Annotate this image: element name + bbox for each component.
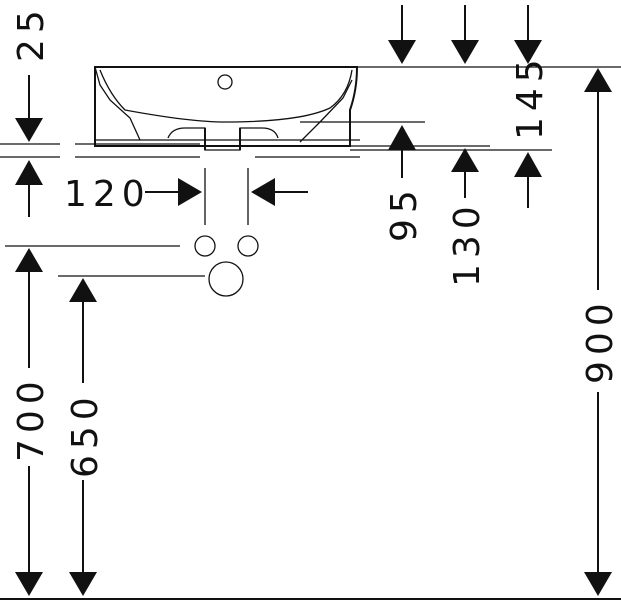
dim-95-label: 95 — [384, 184, 425, 242]
dim-900-label: 900 — [580, 297, 621, 384]
dim-25-label: 25 — [11, 4, 52, 62]
dimension-130: 130 — [447, 148, 488, 287]
water-inlet-left — [194, 235, 216, 257]
dim-130-label: 130 — [447, 200, 488, 287]
connection-points — [194, 235, 259, 297]
dimension-900: 900 — [580, 68, 621, 596]
dimension-95: 95 — [384, 125, 425, 242]
water-inlet-right — [237, 235, 259, 257]
dimension-650: 650 — [65, 278, 106, 596]
dim-145-label: 145 — [510, 53, 551, 140]
top-arrows — [388, 5, 542, 64]
drain-outlet — [208, 261, 244, 297]
dim-120-label: 120 — [64, 174, 151, 215]
dimension-145: 145 — [510, 53, 551, 208]
dim-700-label: 700 — [11, 375, 52, 462]
dimension-25: 25 — [11, 4, 52, 217]
dimension-120: 120 — [64, 174, 308, 215]
dimension-700: 700 — [11, 248, 52, 596]
dim-650-label: 650 — [65, 391, 106, 478]
reference-lines — [0, 66, 621, 600]
washbasin-profile — [94, 66, 360, 151]
